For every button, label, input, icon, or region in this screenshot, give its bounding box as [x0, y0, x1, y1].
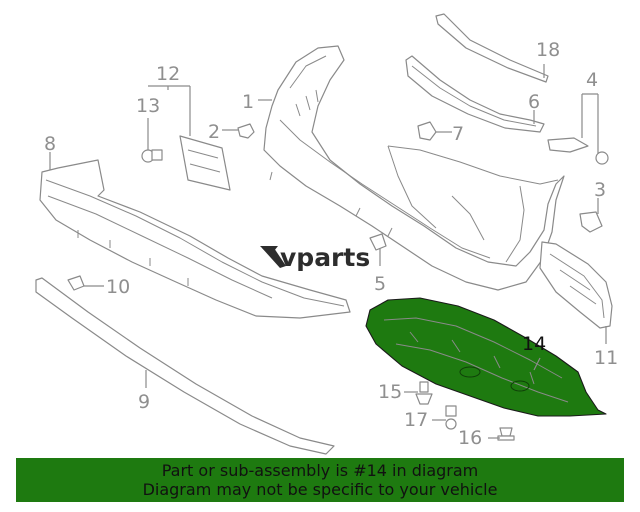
- part-18-trim-strip: [435, 13, 549, 83]
- banner-line-1: Part or sub-assembly is #14 in diagram: [161, 461, 479, 480]
- part-8-reinforcement: [39, 159, 351, 319]
- leader-lines: [49, 64, 607, 439]
- part-13-screw: [141, 149, 163, 163]
- part-9-lower-strip: [35, 277, 335, 455]
- part-15-clip: [415, 381, 433, 405]
- callout-17: 17: [404, 409, 428, 431]
- part-6-grille-bar: [405, 55, 545, 133]
- callout-10: 10: [106, 276, 130, 298]
- callout-7: 7: [452, 123, 464, 145]
- part-11-fog-bezel: [539, 241, 613, 329]
- callout-18: 18: [536, 39, 560, 61]
- part-17-bolt: [445, 405, 457, 430]
- part-1-bumper-cover: [263, 45, 565, 291]
- logo-text: vparts: [280, 243, 370, 272]
- part-14-under-cover: [365, 297, 607, 417]
- part-10-clip: [67, 275, 85, 291]
- callout-2: 2: [208, 121, 220, 143]
- part-4-bracket: [547, 137, 609, 165]
- callout-11: 11: [594, 347, 618, 369]
- callout-5: 5: [374, 273, 386, 295]
- callout-9: 9: [138, 391, 150, 413]
- callout-3: 3: [594, 179, 606, 201]
- callout-16: 16: [458, 427, 482, 449]
- part-12-license-bracket: [179, 135, 231, 191]
- info-banner: Part or sub-assembly is #14 in diagram D…: [16, 458, 624, 502]
- callout-1: 1: [242, 91, 254, 113]
- callout-14: 14: [522, 333, 546, 355]
- callout-12: 12: [156, 63, 180, 85]
- callout-4: 4: [586, 69, 598, 91]
- callout-6: 6: [528, 91, 540, 113]
- part-16-screw: [497, 427, 515, 441]
- part-3-bracket: [579, 211, 603, 233]
- callout-13: 13: [136, 95, 160, 117]
- part-5-clip: [369, 233, 387, 251]
- callout-15: 15: [378, 381, 402, 403]
- banner-line-2: Diagram may not be specific to your vehi…: [142, 480, 498, 499]
- part-7-clip: [417, 121, 437, 141]
- part-2-clip: [237, 123, 255, 139]
- callout-8: 8: [44, 133, 56, 155]
- vparts-logo: vparts: [260, 243, 370, 272]
